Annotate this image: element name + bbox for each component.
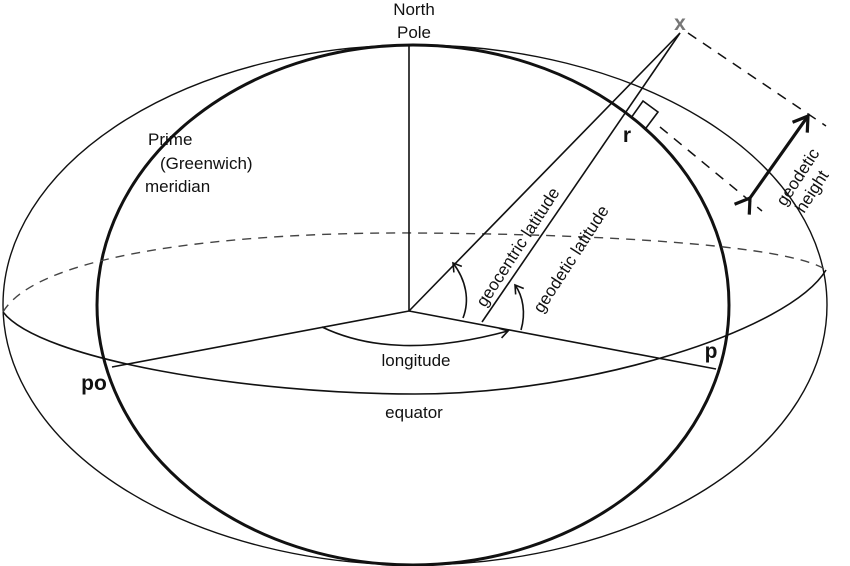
prime-meridian-label-line2: (Greenwich) <box>160 154 253 173</box>
equator-front <box>2 269 827 395</box>
geodetic-latitude-arc <box>514 283 525 331</box>
prime-meridian-label-line1: Prime <box>148 130 192 149</box>
right-angle-marker <box>630 99 660 129</box>
point-p-label: p <box>705 340 718 363</box>
north-pole-label-line1: North <box>393 0 435 19</box>
equator-back-dashed <box>2 232 827 313</box>
north-pole-label-line2: Pole <box>397 23 431 42</box>
height-guide-top <box>687 32 827 127</box>
height-guide-bottom <box>659 126 763 212</box>
line-origin-p <box>408 310 717 370</box>
prime-meridian-ellipse <box>95 43 731 566</box>
point-x-label: x <box>674 12 686 35</box>
point-po-label: po <box>81 372 107 395</box>
geodetic-height-arrow <box>733 113 810 215</box>
line-origin-po <box>111 310 410 368</box>
longitude-label: longitude <box>381 351 450 370</box>
geocentric-latitude-arc <box>452 261 468 319</box>
equator-label: equator <box>385 403 443 422</box>
point-r-label: r <box>623 124 631 147</box>
longitude-arc <box>321 326 510 347</box>
prime-meridian-label-line3: meridian <box>145 177 210 196</box>
geocentric-line <box>408 32 681 312</box>
geodetic-normal-line <box>481 32 681 323</box>
